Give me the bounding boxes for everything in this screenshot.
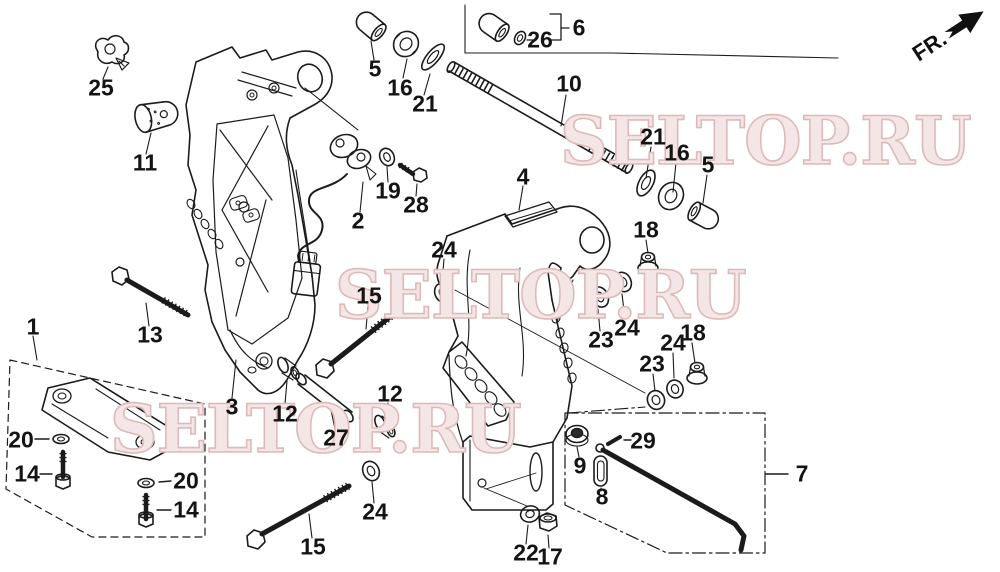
- part-label-29: 29: [630, 427, 656, 454]
- part-label-12: 12: [272, 400, 298, 427]
- part-1-anode-kit: [5, 359, 206, 538]
- part-7-trim-rod-kit: [564, 406, 766, 554]
- part-label-9: 9: [573, 452, 587, 479]
- part-24-washer-b: [613, 271, 633, 293]
- part-label-10: 10: [556, 70, 582, 97]
- fr-direction-indicator: FR.: [908, 0, 993, 67]
- part-6-callout: [464, 4, 839, 59]
- part-label-21: 21: [412, 90, 438, 117]
- part-21-washer-right: [636, 169, 656, 197]
- fr-arrow-icon: [944, 11, 984, 39]
- part-14-bolt-a: [55, 449, 71, 490]
- part-11-grommet: [134, 100, 179, 134]
- part-label-25: 25: [88, 74, 114, 101]
- leader-lines: [32, 40, 789, 549]
- part-19-washer: [378, 147, 396, 167]
- part-15-bolt-lower: [246, 482, 352, 550]
- part-16-nut-right: [657, 181, 685, 211]
- part-label-18: 18: [633, 216, 659, 243]
- part-label-23: 23: [639, 350, 665, 377]
- part-28-bolt: [397, 162, 428, 183]
- part-label-2: 2: [351, 207, 365, 234]
- part-24-washer-c: [666, 379, 684, 399]
- part-2-sensor-assembly: [290, 87, 377, 297]
- part-label-16: 16: [664, 139, 690, 166]
- part-label-6: 6: [572, 14, 586, 41]
- part-label-20: 20: [173, 467, 199, 494]
- part-label-7: 7: [795, 460, 809, 487]
- part-label-13: 13: [137, 321, 163, 348]
- part-label-5: 5: [368, 55, 382, 82]
- part-label-17: 17: [537, 543, 563, 570]
- part-label-24: 24: [660, 329, 686, 356]
- part-20-washer-b: [137, 477, 155, 489]
- part-29-pin: [606, 435, 622, 446]
- part-27-ring: [358, 412, 370, 426]
- part-17-nut: [538, 512, 558, 532]
- part-label-15: 15: [356, 282, 382, 309]
- part-27-tube: [295, 372, 354, 423]
- part-label-20: 20: [8, 426, 34, 453]
- part-label-24: 24: [431, 236, 457, 263]
- part-label-11: 11: [132, 149, 158, 176]
- part-label-24: 24: [362, 498, 388, 525]
- part-label-19: 19: [375, 177, 401, 204]
- part-13-bolt: [111, 266, 191, 318]
- part-label-14: 14: [14, 460, 40, 487]
- part-4-stern-bracket: [436, 201, 611, 511]
- part-label-14: 14: [173, 496, 199, 523]
- part-8-link: [593, 455, 608, 487]
- part-12-bushing-left: [277, 356, 300, 381]
- part-23-washer-b: [646, 389, 666, 411]
- part-label-12: 12: [377, 380, 403, 407]
- part-14-bolt-b: [138, 492, 154, 528]
- part-label-21: 21: [640, 123, 666, 150]
- part-label-5: 5: [701, 151, 715, 178]
- part-5-cap-nut-left: [355, 11, 387, 42]
- part-label-27: 27: [323, 424, 349, 451]
- part-label-8: 8: [595, 483, 609, 510]
- part-label-15: 15: [300, 533, 326, 560]
- part-20-washer-a: [52, 433, 70, 445]
- part-25-clamp: [94, 34, 130, 71]
- part-5-cap-nut-right: [687, 201, 720, 230]
- part-label-3: 3: [225, 393, 239, 420]
- part-24-washer-a: [433, 282, 453, 304]
- part-label-24: 24: [614, 314, 640, 341]
- part-10-tilt-shaft: [446, 60, 634, 175]
- part-label-4: 4: [516, 163, 530, 190]
- part-label-1: 1: [26, 313, 40, 340]
- part-label-16: 16: [387, 74, 413, 101]
- part-16-nut-left: [392, 30, 420, 58]
- part-12-bushing-right: [374, 414, 396, 439]
- part-3-swivel-case: [185, 46, 333, 395]
- part-15-bolt-upper: [315, 308, 399, 379]
- part-23-washer-a: [590, 286, 610, 308]
- part-label-28: 28: [403, 191, 429, 218]
- part-21-washer-left: [420, 43, 446, 71]
- part-label-18: 18: [680, 319, 706, 346]
- part-label-22: 22: [513, 539, 539, 566]
- part-22-washer: [519, 505, 541, 523]
- part-label-23: 23: [588, 326, 614, 353]
- part-label-26: 26: [527, 26, 553, 53]
- part-18-nut-b: [686, 361, 708, 385]
- part-9-grommet: [565, 424, 589, 447]
- part-24-washer-d: [361, 460, 381, 482]
